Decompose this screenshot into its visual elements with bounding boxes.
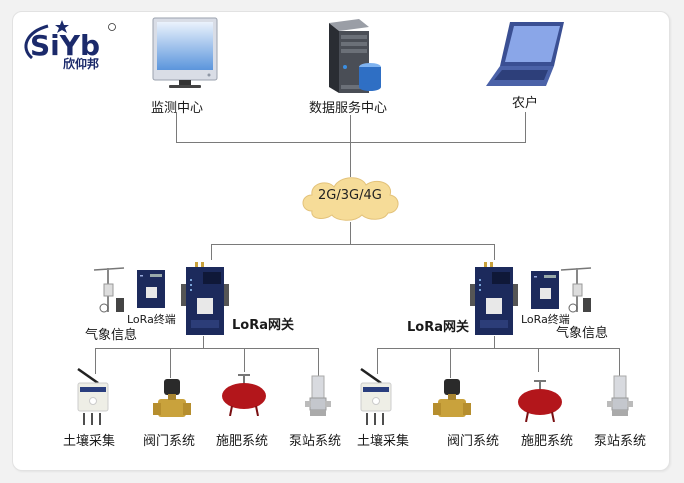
farmer-label: 农户: [512, 96, 539, 111]
lora-gateway-icon: [181, 262, 229, 335]
weather-label: 气象信息: [85, 328, 138, 343]
soil-sensor-icon: [360, 367, 392, 425]
connector-line: [176, 112, 177, 143]
server-database-icon: [329, 19, 381, 93]
connector-line: [211, 244, 212, 260]
lora-terminal-icon: [531, 271, 559, 309]
connector-line: [203, 336, 204, 348]
connector-line: [350, 222, 351, 244]
server-label: 数据服务中心: [309, 101, 388, 116]
fertilizer-tank: [220, 372, 268, 417]
lora-gateway-label: LoRa网关: [407, 320, 469, 335]
device-label: 施肥系统: [521, 434, 574, 449]
valve: [152, 377, 192, 423]
connector-line: [377, 348, 378, 374]
device-label: 泵站系统: [594, 434, 647, 449]
farmer-node: [482, 18, 572, 90]
logo-name-cn: 欣仰邦: [63, 57, 100, 71]
soil-sensor: [355, 365, 395, 427]
pump: [304, 374, 332, 418]
weather-station: [557, 264, 595, 314]
device-label: 土壤采集: [63, 434, 116, 449]
connector-line: [538, 348, 539, 372]
soil-sensor-icon: [77, 367, 109, 425]
laptop-icon: [486, 22, 564, 86]
monitor-icon: [152, 17, 218, 88]
connector-line: [450, 348, 451, 378]
connector-line: [95, 348, 319, 349]
pump-icon: [607, 375, 633, 416]
weather-station-icon: [560, 267, 592, 313]
network-label: 2G/3G/4G: [318, 188, 382, 203]
monitor-node: [145, 14, 225, 94]
connector-line: [494, 336, 495, 348]
connector-line: [170, 348, 171, 378]
weather-label: 气象信息: [556, 326, 609, 341]
valve-icon: [153, 379, 191, 417]
device-label: 泵站系统: [289, 434, 342, 449]
lora-terminal: [530, 270, 560, 310]
connector-line: [377, 348, 620, 349]
connector-line: [176, 142, 526, 143]
weather-station: [92, 264, 130, 314]
fertilizer-tank-icon: [518, 380, 562, 423]
device-label: 土壤采集: [357, 434, 410, 449]
lora-gateway: [181, 262, 229, 336]
pump: [606, 374, 634, 418]
device-label: 阀门系统: [447, 434, 500, 449]
valve-icon: [433, 379, 471, 417]
device-label: 施肥系统: [216, 434, 269, 449]
svg-text:SiYb: SiYb: [30, 29, 100, 62]
lora-terminal-icon: [137, 270, 165, 308]
cloud-icon: [302, 177, 399, 221]
server-node: [315, 15, 385, 95]
lora-gateway-label: LoRa网关: [232, 318, 294, 333]
connector-line: [525, 112, 526, 143]
connector-line: [619, 348, 620, 376]
logo-swoosh-icon: SiYb: [24, 20, 116, 62]
lora-terminal-label: LoRa终端: [127, 313, 176, 326]
device-label: 阀门系统: [143, 434, 196, 449]
pump-icon: [305, 375, 331, 416]
lora-terminal: [136, 269, 166, 309]
connector-line: [211, 244, 495, 245]
connector-line: [494, 244, 495, 260]
fertilizer-tank: [516, 378, 564, 423]
fertilizer-tank-icon: [222, 374, 266, 417]
lora-terminal-label: LoRa终端: [521, 313, 570, 326]
soil-sensor: [72, 365, 112, 427]
monitor-label: 监测中心: [151, 101, 204, 116]
connector-line: [318, 348, 319, 376]
connector-line: [350, 115, 351, 177]
lora-gateway: [470, 262, 518, 336]
connector-line: [244, 348, 245, 372]
valve: [432, 377, 472, 423]
logo: SiYb 欣仰邦: [18, 18, 123, 73]
weather-station-icon: [93, 267, 125, 313]
lora-gateway-icon: [470, 262, 518, 335]
network-cloud: 2G/3G/4G: [298, 173, 402, 223]
connector-line: [95, 348, 96, 374]
